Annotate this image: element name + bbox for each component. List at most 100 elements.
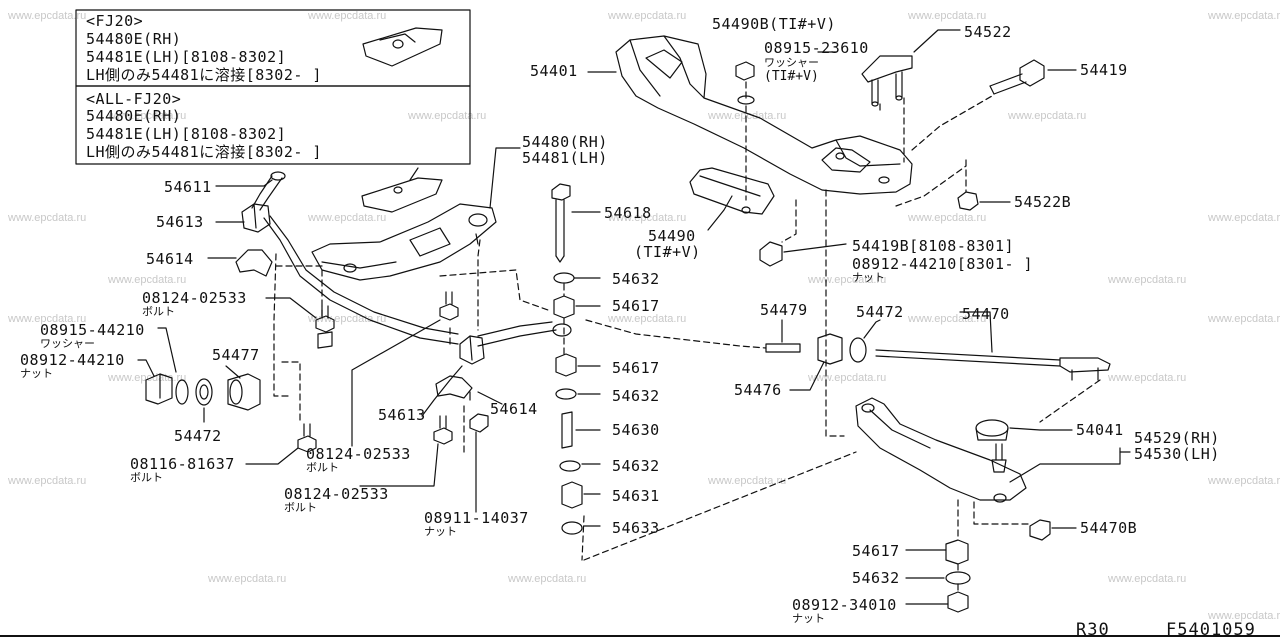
model-code: R30: [1076, 620, 1110, 640]
bolt-08124-b: [440, 292, 458, 320]
part-label-54617-c: 54617: [852, 542, 900, 560]
nut-54470b: [1030, 520, 1050, 540]
note-box-all-fj20: [76, 86, 470, 164]
watermark: www.epcdata.ru: [8, 475, 87, 487]
bushing-54472-left: [196, 379, 212, 405]
part-label-54614-upper: 54614: [146, 250, 194, 268]
part-label-54614-lower: 54614: [490, 400, 538, 418]
collar-54479: [766, 344, 800, 352]
washer-08915-44210: [176, 380, 188, 404]
note-all-fj20-weld: LH側のみ54481に溶接[8302- ]: [86, 143, 322, 161]
watermark: www.epcdata.ru: [1108, 372, 1187, 384]
watermark: www.epcdata.ru: [1108, 274, 1187, 286]
note-all-fj20-header: <ALL-FJ20>: [86, 90, 182, 108]
part-label-54041: 54041: [1076, 421, 1124, 439]
washer-54632-d: [946, 572, 970, 584]
part-sublabel-bolt-c: ボルト: [284, 501, 317, 514]
watermark: www.epcdata.ru: [1208, 212, 1280, 224]
bushing-54472-right: [850, 338, 866, 362]
note-fj20-lh: 54481E(LH)[8108-8302]: [86, 48, 287, 66]
part-sublabel-washer-44210: ワッシャー: [40, 337, 95, 350]
part-label-54419: 54419: [1080, 61, 1128, 79]
part-label-54476: 54476: [734, 381, 782, 399]
watermark: www.epcdata.ru: [108, 274, 187, 286]
part-label-54522: 54522: [964, 23, 1012, 41]
part-sublabel-nut-44210: ナット: [20, 367, 53, 380]
part-label-08912-44210: 08912-44210: [20, 351, 125, 369]
part-label-54632-c: 54632: [612, 457, 660, 475]
nut-54419b: [760, 242, 782, 266]
part-label-54479: 54479: [760, 301, 808, 319]
watermark: www.epcdata.ru: [108, 372, 187, 384]
part-label-08116-81637: 08116-81637: [130, 455, 235, 473]
part-label-08915-23610: 08915-23610: [764, 39, 869, 57]
bracket-thumb-1: [363, 28, 442, 66]
nut-08912-34010: [948, 592, 968, 612]
part-sublabel-ti-v: (TI#+V): [764, 69, 819, 84]
part-label-54419b: 54419B[8108-8301]: [852, 237, 1015, 255]
part-label-54613-lower: 54613: [378, 406, 426, 424]
bolt-54419: [990, 60, 1044, 94]
watermark: www.epcdata.ru: [608, 313, 687, 325]
watermark: www.epcdata.ru: [208, 573, 287, 585]
washer-54633: [562, 522, 582, 534]
sleeve-54630: [562, 412, 572, 448]
part-label-54477: 54477: [212, 346, 260, 364]
bushing-54631: [562, 482, 582, 508]
lower-arm: [856, 398, 1026, 502]
bushing-54617-c: [946, 540, 968, 564]
watermark: www.epcdata.ru: [808, 274, 887, 286]
bushing-54617-b: [556, 354, 576, 376]
bracket-54522: [862, 56, 912, 106]
watermark: www.epcdata.ru: [408, 110, 487, 122]
part-label-54632-a: 54632: [612, 270, 660, 288]
part-label-54522b: 54522B: [1014, 193, 1072, 211]
note-all-fj20-rh: 54480E(RH): [86, 107, 182, 125]
watermark: www.epcdata.ru: [8, 313, 87, 325]
note-fj20-header: <FJ20>: [86, 12, 144, 30]
part-label-54617-b: 54617: [612, 359, 660, 377]
bushing-54477: [228, 374, 260, 410]
watermark: www.epcdata.ru: [908, 212, 987, 224]
part-sublabel-bolt-a: ボルト: [142, 305, 175, 318]
watermark: www.epcdata.ru: [708, 475, 787, 487]
watermark: www.epcdata.ru: [1208, 313, 1280, 325]
note-fj20-weld: LH側のみ54481に溶接[8302- ]: [86, 66, 322, 84]
watermark: www.epcdata.ru: [608, 212, 687, 224]
part-sublabel-bolt-b: ボルト: [306, 461, 339, 474]
part-label-54470: 54470: [962, 305, 1010, 323]
washer-54632-a: [554, 273, 574, 283]
watermark: www.epcdata.ru: [908, 10, 987, 22]
note-fj20-rh: 54480E(RH): [86, 30, 182, 48]
watermark: www.epcdata.ru: [308, 212, 387, 224]
part-label-08124-b: 08124-02533: [306, 445, 411, 463]
stabilizer-bar: [252, 172, 571, 346]
watermark: www.epcdata.ru: [8, 10, 87, 22]
watermark: www.epcdata.ru: [308, 10, 387, 22]
watermark: www.epcdata.ru: [1208, 475, 1280, 487]
watermark: www.epcdata.ru: [1208, 10, 1280, 22]
nut-08911: [470, 414, 488, 432]
watermark: www.epcdata.ru: [8, 212, 87, 224]
part-label-54631: 54631: [612, 487, 660, 505]
part-label-54613-upper: 54613: [156, 213, 204, 231]
bolt-08124-c: [434, 416, 452, 444]
tension-rod-54470: [876, 350, 1110, 380]
part-label-08124-c: 08124-02533: [284, 485, 389, 503]
part-label-54481: 54481(LH): [522, 149, 608, 167]
bracket-thumb-2: [362, 178, 442, 212]
nut-08912-44210: [146, 374, 172, 404]
note-all-fj20-lh: 54481E(LH)[8108-8302]: [86, 125, 287, 143]
nut-54490b: [736, 62, 754, 80]
part-sublabel-nut-34010: ナット: [792, 612, 825, 625]
washer-54632-c: [560, 461, 580, 471]
watermark: www.epcdata.ru: [808, 372, 887, 384]
part-label-54617-a: 54617: [612, 297, 660, 315]
part-label-54490b: 54490B(TI#+V): [712, 15, 836, 33]
watermark: www.epcdata.ru: [108, 110, 187, 122]
part-label-54480: 54480(RH): [522, 133, 608, 151]
bolt-08124-a: [316, 306, 334, 348]
watermark: www.epcdata.ru: [708, 110, 787, 122]
part-label-54632-b: 54632: [612, 387, 660, 405]
watermark: www.epcdata.ru: [908, 313, 987, 325]
